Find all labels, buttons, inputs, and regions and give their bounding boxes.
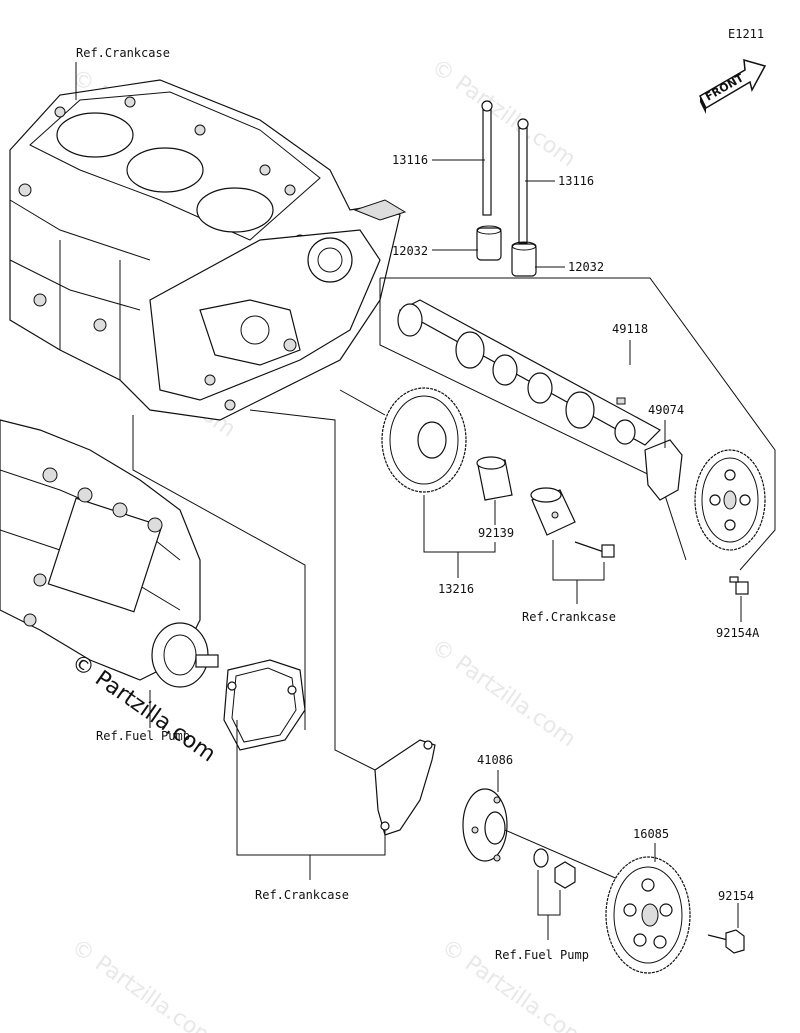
ref-crankcase-label: Ref.Crankcase [255, 888, 349, 902]
watermark: © Partzilla.com [427, 634, 580, 752]
part-label-92154: 92154 [718, 889, 754, 903]
part-label-13216: 13216 [438, 582, 474, 596]
bolt-92154A [729, 576, 749, 595]
leader-line [504, 829, 621, 881]
fuel-pump-illustration [0, 419, 219, 688]
part-label-12032-b: 12032 [568, 260, 604, 274]
bushing-92139 [476, 456, 513, 501]
part-label-41086: 41086 [477, 753, 513, 767]
leader-bracket [552, 540, 605, 581]
crankcase-illustration [9, 79, 407, 421]
ref-crankcase-label: Ref.Crankcase [522, 610, 616, 624]
leader-bracket [379, 277, 776, 571]
camshaft-49118 [397, 299, 661, 446]
leader-bracket [423, 495, 496, 553]
part-label-16085: 16085 [633, 827, 669, 841]
fuel-pump-gasket [223, 659, 306, 751]
watermark: © Partzilla.com [67, 934, 220, 1033]
part-label-49074: 49074 [648, 403, 684, 417]
leader-bracket [236, 720, 386, 856]
part-label-13116-a: 13116 [392, 153, 428, 167]
lock-washer [533, 848, 549, 868]
nut [554, 861, 576, 889]
bolt-92154 [707, 929, 745, 954]
leader-line [249, 409, 376, 771]
part-label-92139: 92139 [478, 526, 514, 540]
ref-fuel-pump-label: Ref.Fuel Pump [96, 729, 190, 743]
idler-gear-13216 [381, 387, 467, 493]
leader-line [339, 389, 386, 416]
ref-crankcase-label: Ref.Crankcase [76, 46, 170, 60]
camshaft-gear [694, 449, 766, 551]
part-label-13116-b: 13116 [558, 174, 594, 188]
front-arrow-icon: FRONT [699, 58, 767, 114]
leader-bracket [537, 870, 561, 916]
leader-line [132, 415, 306, 730]
bolt [574, 541, 615, 558]
part-label-12032-a: 12032 [392, 244, 428, 258]
watermark: © Partzilla.com [427, 54, 580, 172]
idler-shaft [530, 487, 576, 536]
thrust-plate-49074 [644, 439, 683, 501]
gear-16085 [605, 856, 691, 974]
pushrod-13116 [481, 100, 529, 244]
crankcase-gasket [374, 739, 436, 836]
tappet-12032 [476, 225, 537, 277]
diagram-code: E1211 [728, 27, 764, 41]
part-label-49118: 49118 [612, 322, 648, 336]
ref-fuel-pump-label: Ref.Fuel Pump [495, 948, 589, 962]
hub-41086 [462, 788, 508, 862]
part-label-92154A: 92154A [716, 626, 760, 640]
